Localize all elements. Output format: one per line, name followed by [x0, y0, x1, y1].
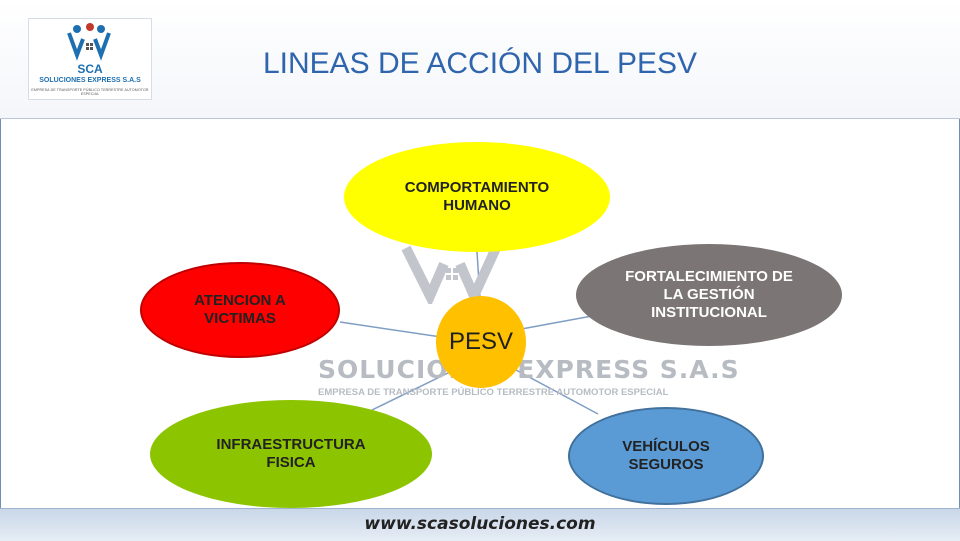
node-label: COMPORTAMIENTO HUMANO — [404, 179, 550, 214]
connector-right — [515, 315, 593, 331]
footer-url: www.scasoluciones.com — [364, 514, 596, 534]
connector-bottom-right — [515, 369, 599, 415]
center-label: PESV — [448, 328, 514, 355]
watermark-people-icon — [401, 245, 501, 304]
node-comportamiento-humano: COMPORTAMIENTO HUMANO — [344, 142, 610, 252]
node-label: VEHÍCULOS SEGUROS — [622, 438, 710, 473]
company-logo: SCA SOLUCIONES EXPRESS S.A.S EMPRESA DE … — [28, 18, 152, 100]
connector-bottom-left — [371, 371, 451, 411]
connector-left — [339, 321, 449, 339]
node-center-pesv: PESV — [436, 296, 526, 388]
node-label: ATENCION A VICTIMAS — [194, 292, 286, 327]
node-fortalecimiento-gestion: FORTALECIMIENTO DE LA GESTIÓN INSTITUCIO… — [576, 244, 842, 346]
node-atencion-victimas: ATENCION A VICTIMAS — [140, 262, 340, 358]
watermark-company-name: SOLUCIONES EXPRESS S.A.S — [318, 355, 740, 384]
node-infraestructura-fisica: INFRAESTRUCTURA FISICA — [150, 400, 432, 508]
node-label: INFRAESTRUCTURA FISICA — [216, 436, 366, 471]
logo-tagline: EMPRESA DE TRANSPORTE PÚBLICO TERRESTRE … — [31, 88, 149, 96]
logo-name: SCA — [77, 62, 103, 76]
watermark-subtitle: EMPRESA DE TRANSPORTE PÚBLICO TERRESTRE … — [318, 387, 669, 398]
footer-band — [0, 508, 960, 541]
node-label: FORTALECIMIENTO DE LA GESTIÓN INSTITUCIO… — [625, 268, 793, 321]
node-vehiculos-seguros: VEHÍCULOS SEGUROS — [568, 407, 764, 505]
slide-title: LINEAS DE ACCIÓN DEL PESV — [262, 47, 698, 80]
people-logo-icon — [67, 23, 111, 61]
logo-subtitle: SOLUCIONES EXPRESS S.A.S — [39, 77, 141, 84]
header-band: SCA SOLUCIONES EXPRESS S.A.S EMPRESA DE … — [0, 0, 960, 119]
